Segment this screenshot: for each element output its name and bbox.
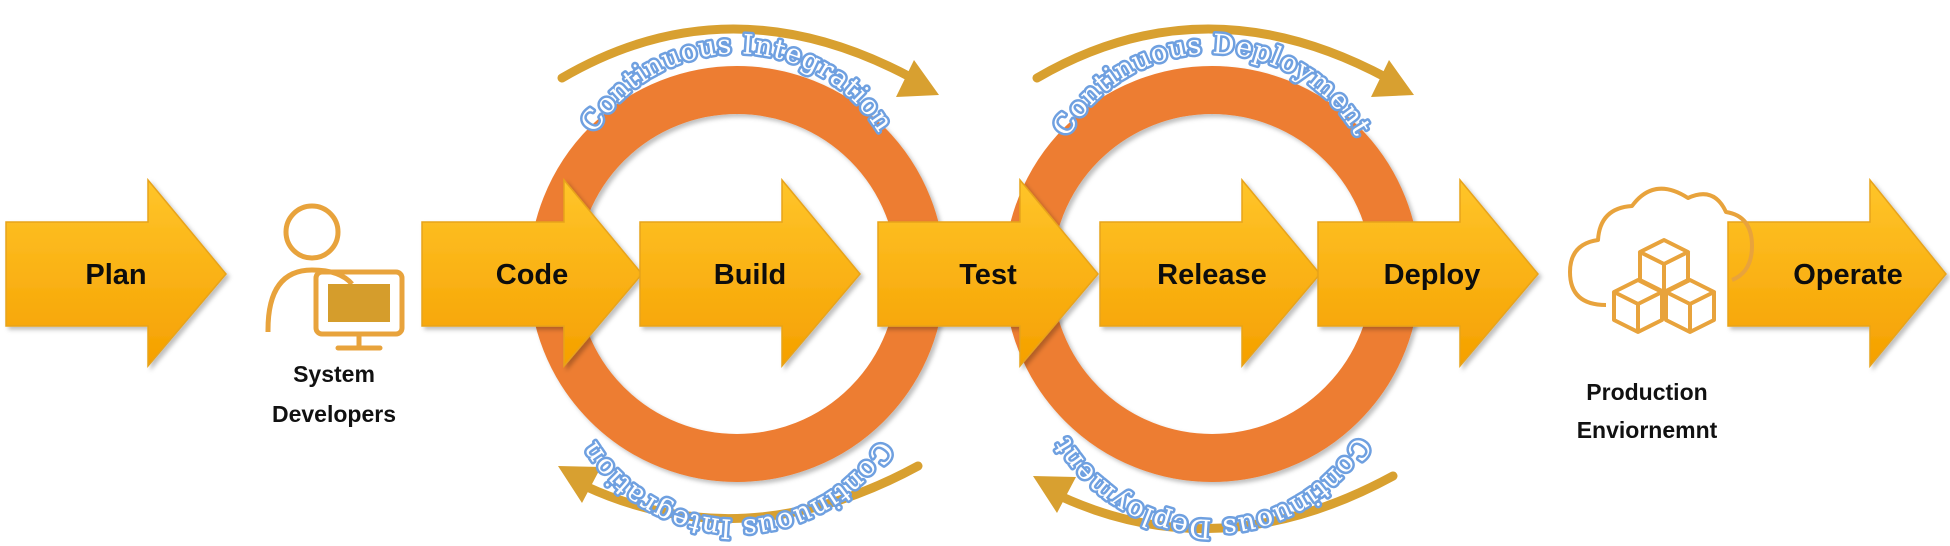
step-build: Build: [639, 177, 861, 369]
step-test: Test: [877, 177, 1099, 369]
step-plan: Plan: [5, 177, 227, 369]
developer-computer-icon: [265, 203, 405, 351]
step-code: Code: [421, 177, 643, 369]
step-release-label: Release: [1157, 259, 1267, 291]
ci-top-curved-arrow: [557, 24, 917, 83]
ci-bottom-curved-arrow: [580, 461, 923, 524]
step-operate-label: Operate: [1793, 259, 1903, 291]
cd-bottom-curved-arrow: [1055, 471, 1398, 534]
step-deploy-label: Deploy: [1384, 259, 1481, 291]
step-operate: Operate: [1727, 177, 1947, 369]
step-release: Release: [1099, 177, 1321, 369]
developers-caption-line2: Developers: [272, 401, 396, 427]
ci-bottom-arrowhead: [558, 466, 601, 503]
production-caption-line2: Enviornemnt: [1577, 417, 1718, 443]
step-code-label: Code: [496, 259, 569, 291]
cd-top-arrowhead: [1371, 60, 1414, 97]
ci-top-arrowhead: [896, 60, 939, 97]
step-plan-label: Plan: [85, 259, 146, 291]
production-caption-line1: Production: [1586, 379, 1707, 405]
step-test-label: Test: [959, 259, 1017, 291]
cd-bottom-arrowhead: [1033, 476, 1076, 513]
cloud-cubes-icon: [1568, 186, 1754, 334]
cd-top-curved-arrow: [1032, 24, 1392, 83]
step-deploy: Deploy: [1317, 177, 1539, 369]
step-build-label: Build: [714, 259, 787, 291]
developers-caption-line1: System: [293, 361, 375, 387]
